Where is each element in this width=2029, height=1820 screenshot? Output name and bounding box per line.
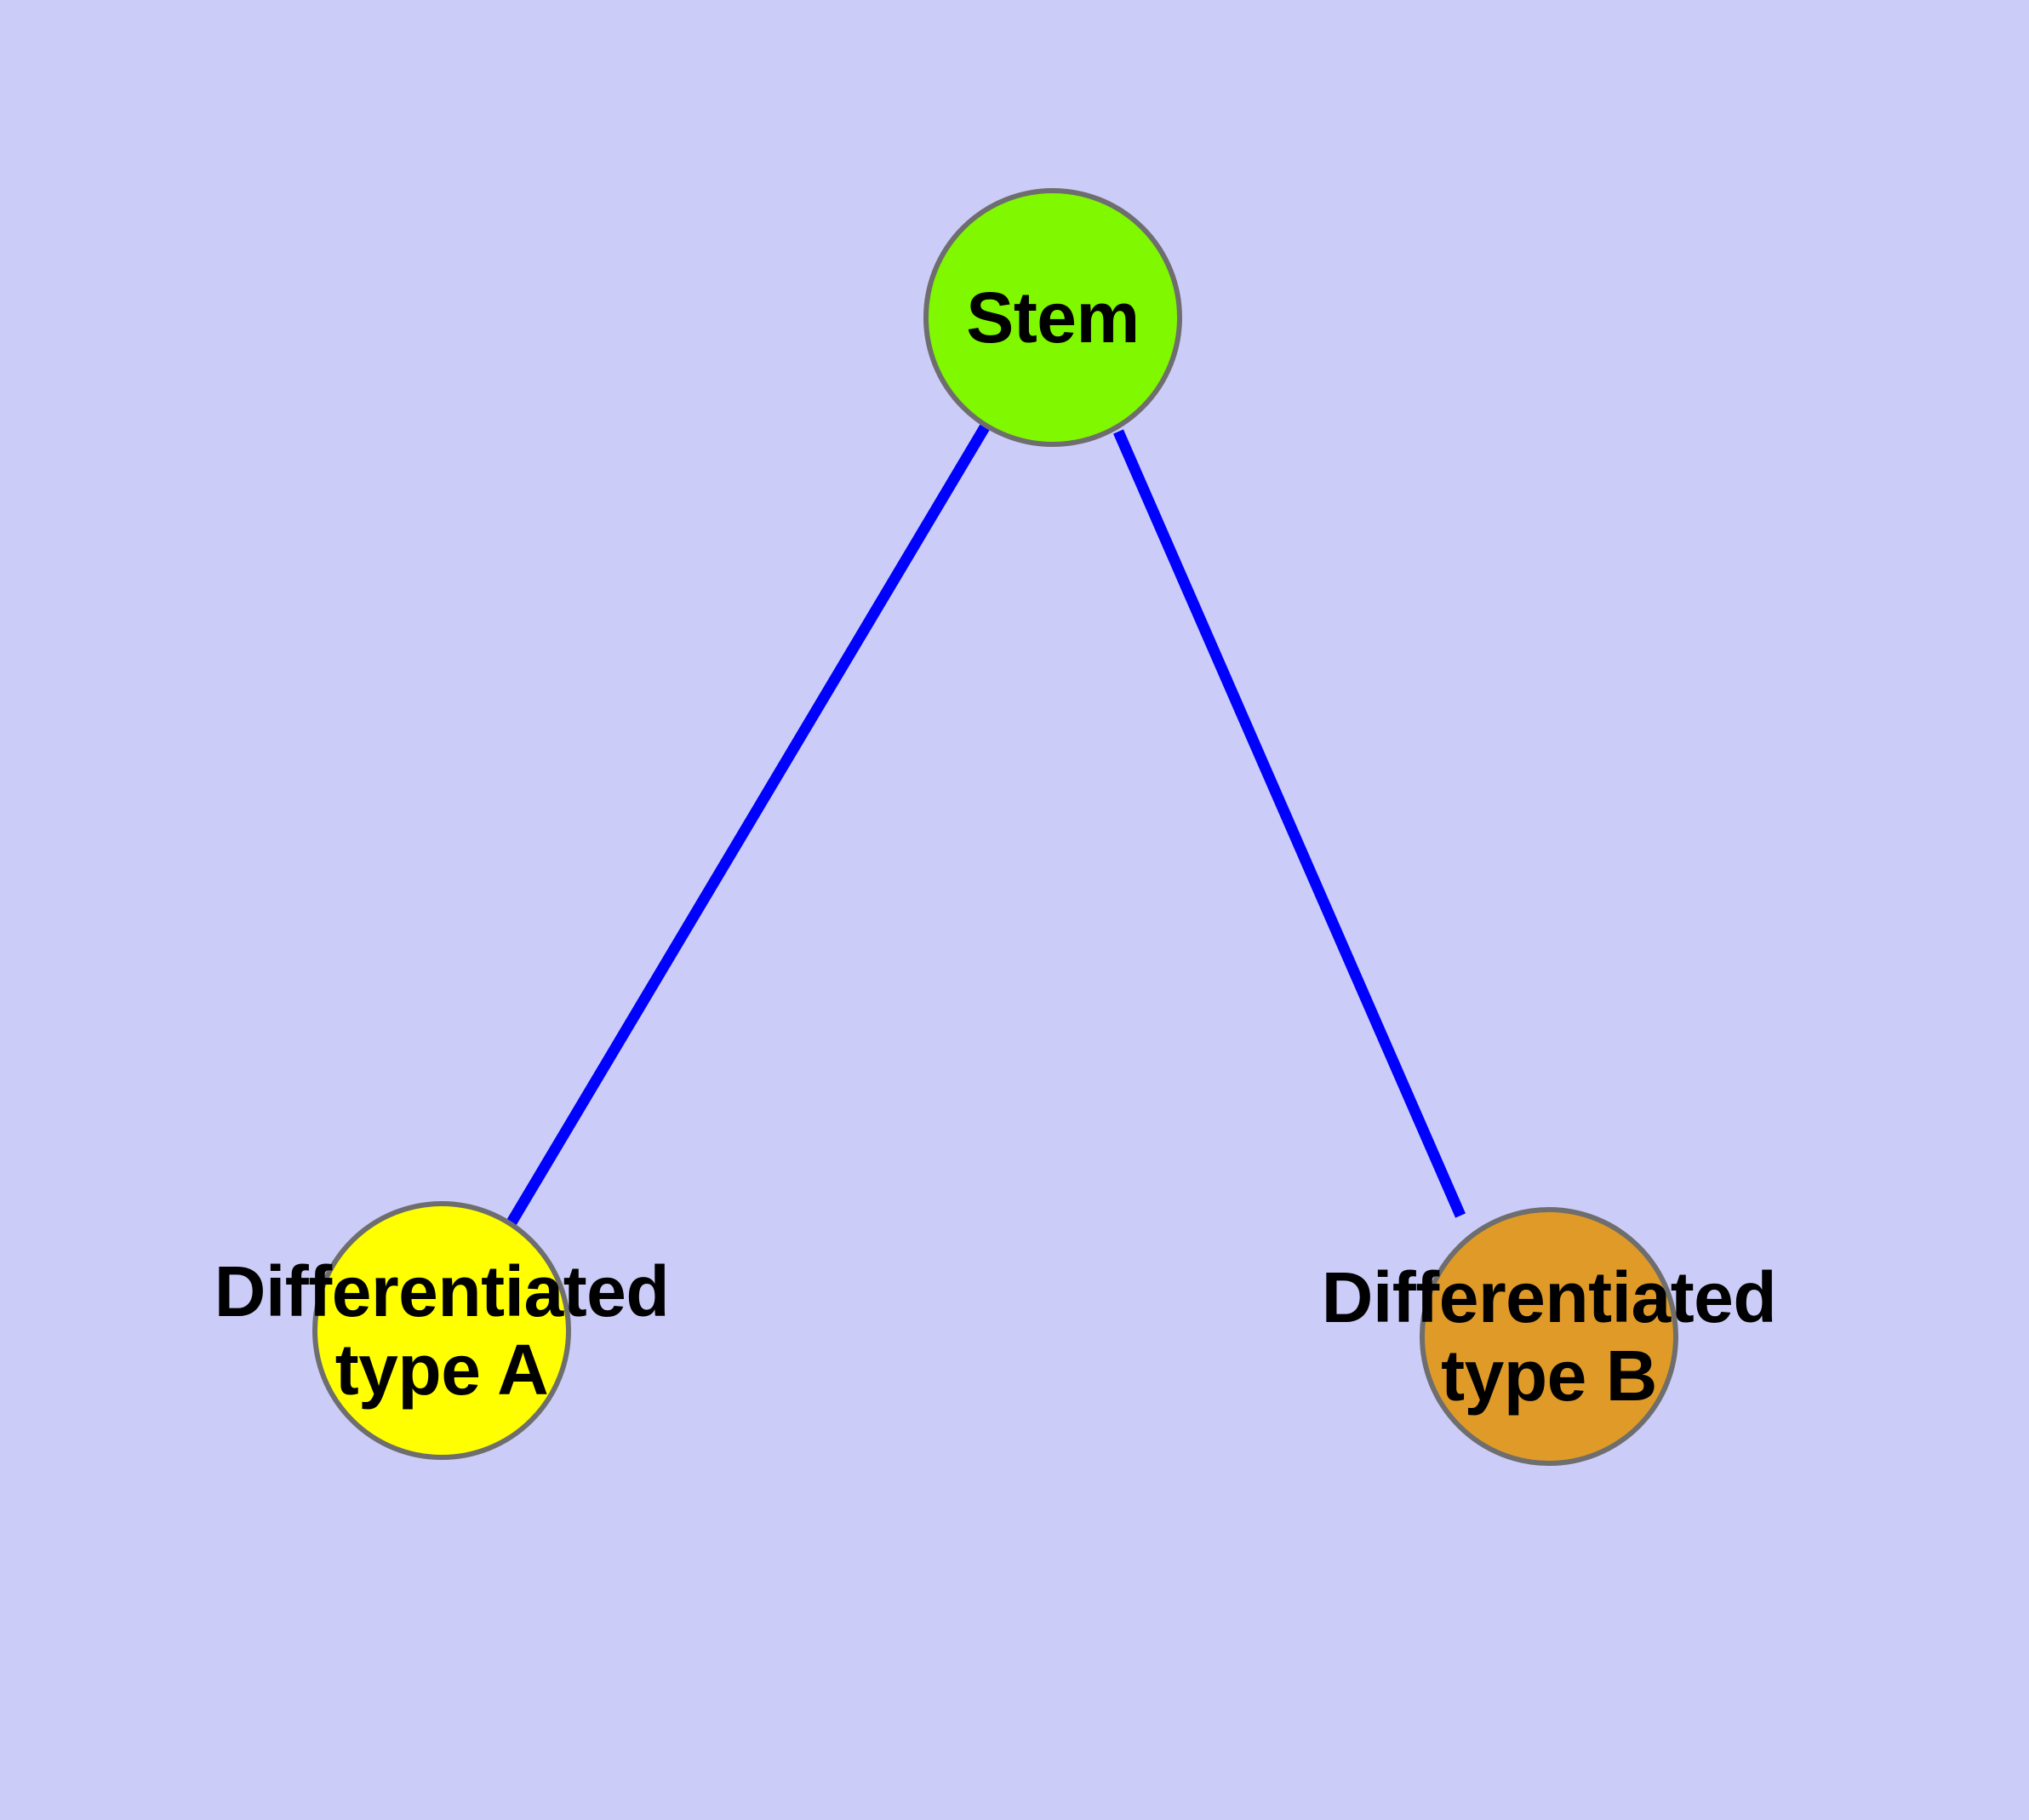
node-differentiated-type-b[interactable]	[1420, 1207, 1678, 1466]
edge-stem-to-diff-b[interactable]	[1113, 429, 1466, 1218]
node-stem[interactable]	[923, 188, 1182, 447]
edge-stem-to-diff-a[interactable]	[506, 424, 990, 1226]
node-differentiated-type-a[interactable]	[312, 1201, 571, 1460]
